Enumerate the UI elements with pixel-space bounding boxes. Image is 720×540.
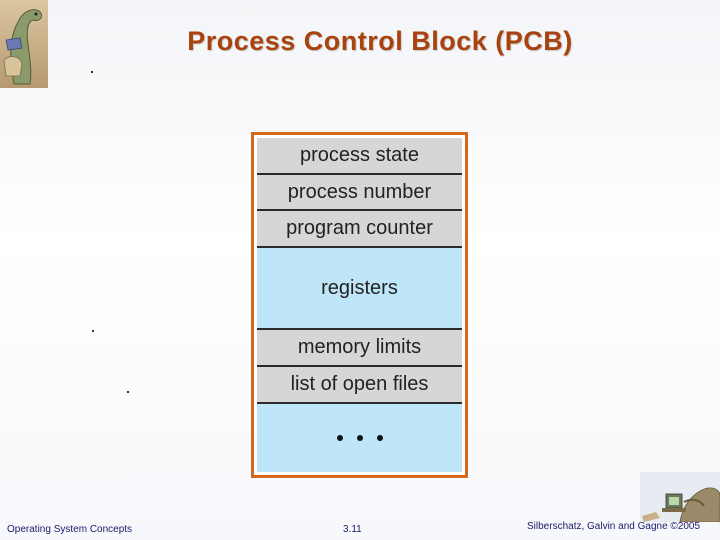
pcb-field-list-of-open-files: list of open files bbox=[257, 367, 462, 404]
pcb-field-label: memory limits bbox=[297, 336, 422, 358]
pcb-field-label: program counter bbox=[286, 217, 433, 239]
footer-book-title: Operating System Concepts bbox=[7, 524, 133, 535]
footer-slide-number: 3.11 bbox=[343, 524, 362, 535]
decorative-dot bbox=[92, 330, 94, 332]
pcb-field-label: process state bbox=[300, 144, 419, 166]
pcb-field-program-counter: program counter bbox=[257, 211, 462, 248]
pcb-field-process-state: process state bbox=[257, 138, 462, 175]
ellipsis-icon bbox=[336, 435, 383, 441]
pcb-field-label: process number bbox=[287, 180, 432, 203]
slide-title: Process Control Block (PCB) bbox=[187, 26, 573, 56]
pcb-field-label: registers bbox=[321, 276, 398, 299]
decorative-dot bbox=[91, 71, 93, 73]
dinosaur-logo-icon bbox=[0, 0, 48, 88]
footer-authors: Silberschatz, Galvin and Gagne ©2005 bbox=[527, 521, 701, 532]
pcb-field-registers: registers bbox=[257, 248, 462, 330]
pcb-field-ellipsis bbox=[257, 404, 462, 472]
decorative-dot bbox=[127, 391, 129, 393]
pcb-field-label: list of open files bbox=[290, 373, 429, 395]
pcb-field-process-number: process number bbox=[257, 175, 462, 211]
pcb-diagram: process state process number program cou… bbox=[251, 132, 468, 478]
pcb-field-memory-limits: memory limits bbox=[257, 330, 462, 367]
dinosaur-computer-icon bbox=[640, 472, 720, 522]
